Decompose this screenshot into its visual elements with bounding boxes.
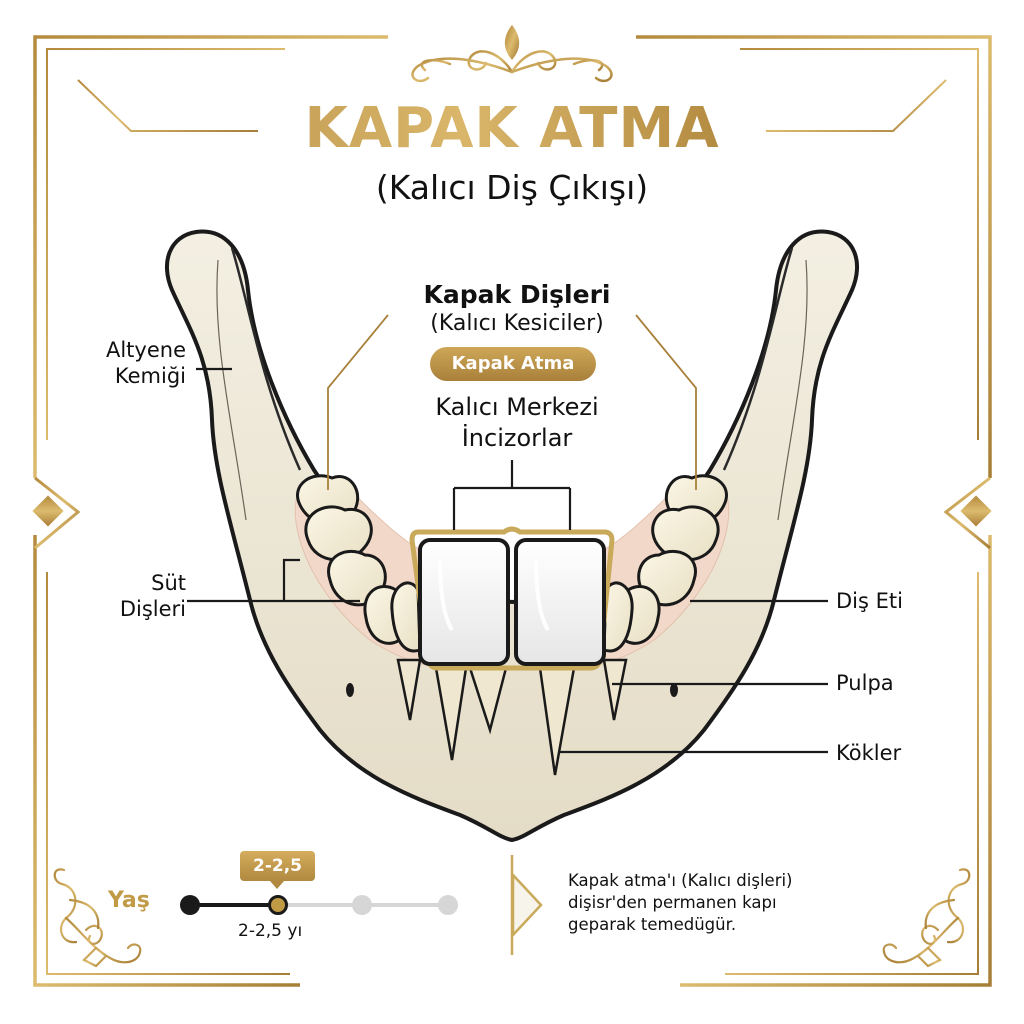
label-milk-teeth-line1: Süt xyxy=(151,571,186,595)
label-central-incisors-line1: Kalıcı Merkezi xyxy=(435,393,599,421)
label-pulp: Pulpa xyxy=(836,671,894,695)
incisor-right xyxy=(514,538,606,666)
description-note: Kapak atma'ı (Kalıcı dişleri) dişisr'den… xyxy=(568,870,888,936)
age-value: 2-2,5 yı xyxy=(238,921,303,941)
page-title: KAPAK ATMA xyxy=(0,96,1024,161)
label-central-incisors-line2: İncizorlar xyxy=(461,424,573,452)
note-pointer-icon xyxy=(510,855,543,955)
note-line-2: dişisr'den permanen kapı xyxy=(568,893,777,912)
age-label: Yaş xyxy=(108,888,150,913)
age-step-2-active[interactable] xyxy=(268,895,288,915)
note-line-3: geparak temedügür. xyxy=(568,915,737,934)
label-jaw-bone: Altyene Kemiği xyxy=(60,337,186,390)
corner-ornament-icon xyxy=(53,868,142,968)
age-step-1[interactable] xyxy=(180,895,200,915)
label-gum: Diş Eti xyxy=(836,589,903,613)
callout-subtitle: (Kalıcı Kesiciler) xyxy=(430,311,604,336)
callout-heading: Kapak Dişleri (Kalıcı Kesiciler) xyxy=(352,280,682,338)
page-subtitle: (Kalıcı Diş Çıkışı) xyxy=(375,168,649,207)
label-roots: Kökler xyxy=(836,741,902,765)
top-ornament-icon xyxy=(411,24,613,83)
note-line-1: Kapak atma'ı (Kalıcı dişleri) xyxy=(568,871,793,890)
age-track-completed xyxy=(190,903,278,907)
incisor-left xyxy=(418,538,510,666)
label-milk-teeth: Süt Dişleri xyxy=(60,570,186,623)
label-jaw-bone-line1: Altyene xyxy=(105,338,186,362)
callout-badge: Kapak Atma xyxy=(430,347,596,381)
age-slider[interactable] xyxy=(180,890,470,920)
label-central-incisors: Kalıcı Merkezi İncizorlar xyxy=(372,392,662,454)
label-jaw-bone-line2: Kemiği xyxy=(114,364,186,389)
callout-title: Kapak Dişleri xyxy=(423,280,611,309)
age-step-3[interactable] xyxy=(352,895,372,915)
age-step-4[interactable] xyxy=(438,895,458,915)
corner-ornament-icon xyxy=(882,868,971,968)
label-milk-teeth-line2: Dişleri xyxy=(119,597,186,622)
age-badge: 2-2,5 xyxy=(240,851,315,889)
